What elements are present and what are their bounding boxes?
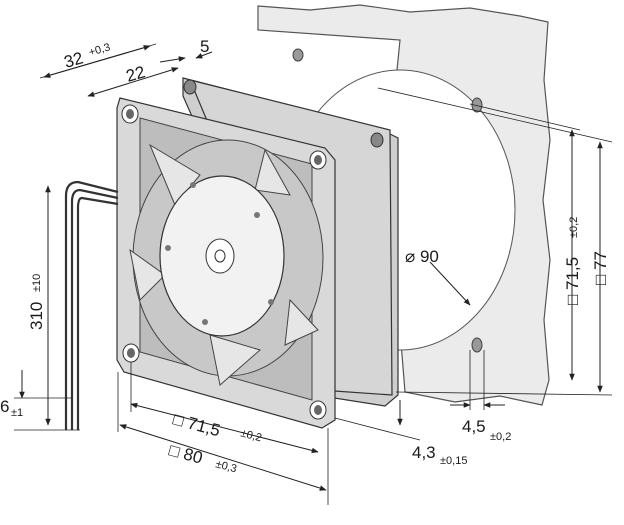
dim-32-tol: +0,3	[88, 41, 112, 59]
dimension-lines	[14, 43, 613, 505]
dim-4-3: 4,3	[412, 443, 436, 462]
dim-4-5-tol: ±0,2	[490, 431, 511, 443]
dim-310: 310	[27, 302, 46, 330]
dim-22: 22	[124, 62, 147, 85]
dim-71-5-right-tol: ±0,2	[568, 217, 580, 238]
dim-71-5-bottom-tol: ±0,2	[239, 427, 263, 444]
dim-77: □ 77	[591, 251, 610, 285]
dim-5: 5	[200, 37, 209, 56]
dim-90: ⌀ 90	[405, 247, 439, 266]
dim-80: □ 80	[167, 441, 205, 468]
dim-6: 6	[0, 397, 9, 416]
dim-80-tol: ±0,3	[214, 458, 238, 475]
dim-4-3-tol: ±0,15	[440, 455, 467, 467]
fan-front-frame	[116, 97, 336, 429]
dim-6-tol: ±1	[11, 407, 23, 419]
dimension-labels: 32 +0,3 22 5 310 ±10 6 ±1 ⌀ 90 □ 71,5 ±0…	[0, 37, 610, 475]
dim-71-5-bottom: □ 71,5	[171, 410, 222, 441]
dim-310-tol: ±10	[31, 274, 43, 292]
dim-32: 32	[62, 48, 85, 71]
dim-4-5: 4,5	[462, 417, 486, 436]
dim-71-5-right: □ 71,5	[563, 257, 582, 305]
lead-wires	[64, 180, 119, 430]
